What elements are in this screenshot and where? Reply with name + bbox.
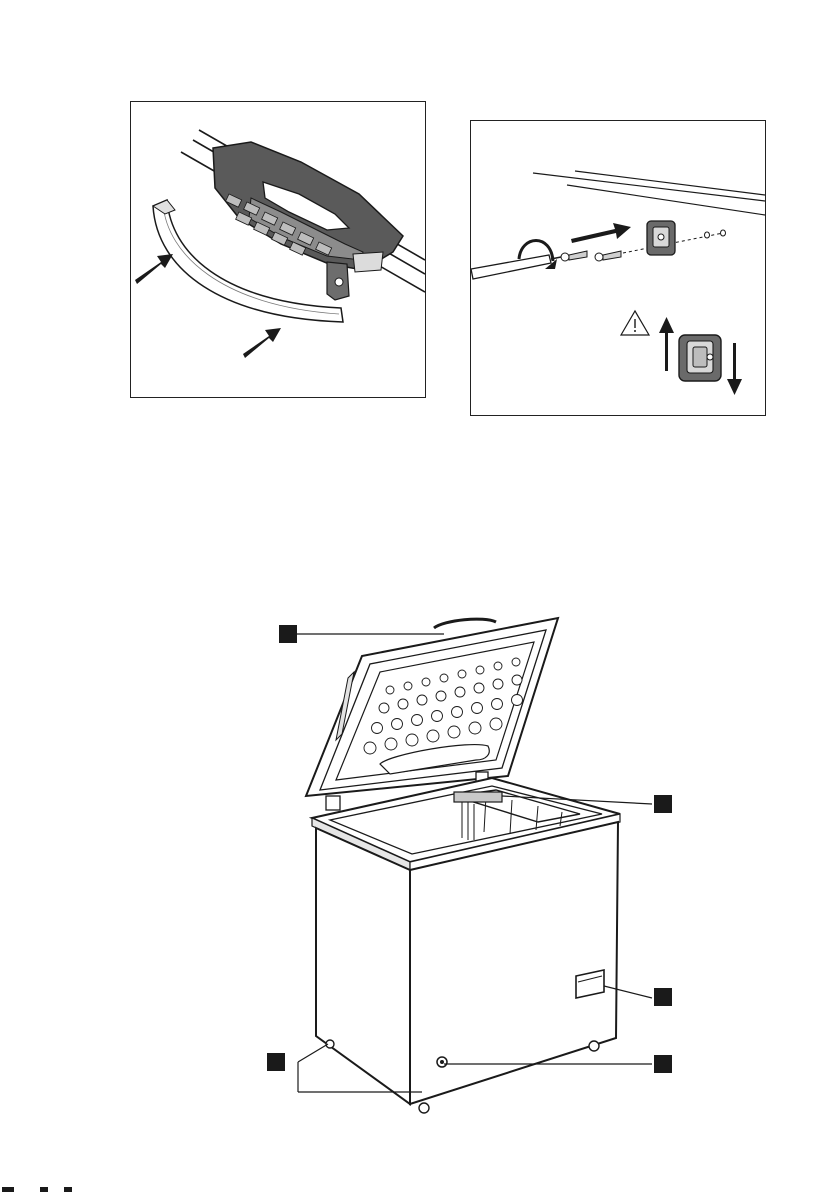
- screw-holes: [705, 230, 726, 238]
- chest-freezer-illustration: [240, 600, 700, 1140]
- arrow-icon: [243, 328, 281, 358]
- screws: [561, 251, 621, 261]
- callout-basket: [654, 795, 672, 813]
- appliance-overview-figure: [240, 600, 700, 1140]
- lid-edge-lines: [533, 171, 765, 215]
- handle-illustration: [131, 102, 425, 397]
- arrow-icon: [135, 254, 173, 284]
- arrow-icon: [571, 223, 631, 243]
- page-footer-fragment: [0, 1183, 90, 1192]
- cabinet-body: [316, 822, 618, 1104]
- lid: [306, 618, 558, 796]
- warning-icon: [621, 311, 649, 335]
- bracket-illustration: [471, 121, 765, 415]
- handle-fitting-figure: [130, 101, 426, 398]
- callout-castors: [267, 1053, 285, 1071]
- arrow-down-icon: [727, 343, 742, 395]
- drain-plug: [437, 1057, 447, 1067]
- callout-lid-handle: [279, 625, 297, 643]
- arrow-up-icon: [659, 317, 674, 371]
- callout-rating-plate: [654, 988, 672, 1006]
- bracket-mounting-figure: [470, 120, 766, 416]
- bracket-part-detail: [679, 335, 721, 381]
- callout-drain-plug: [654, 1055, 672, 1073]
- bracket-part: [647, 221, 675, 255]
- handle-body: [213, 142, 403, 300]
